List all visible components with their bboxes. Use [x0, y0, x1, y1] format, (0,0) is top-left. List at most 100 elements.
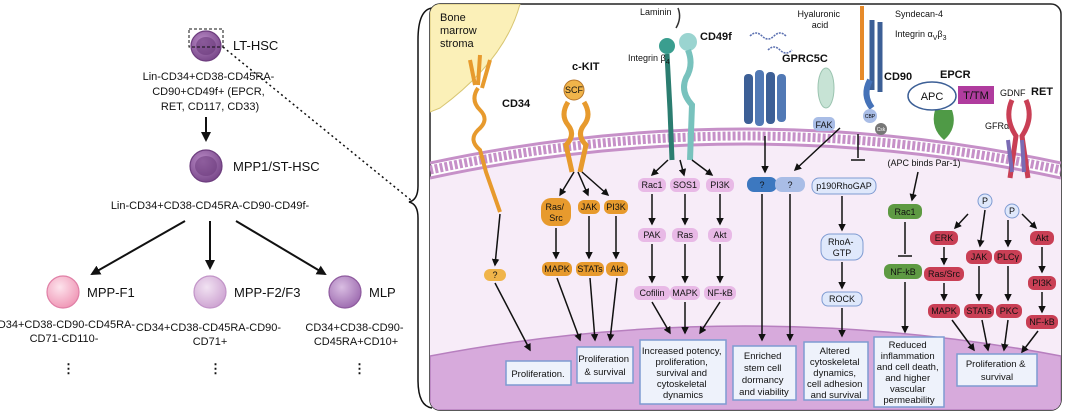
integrin-avb3-label: Integrin α	[895, 29, 933, 39]
mpp-f2-marker-line: CD71+	[193, 336, 228, 348]
outcome-cd49f-line: proliferation,	[656, 357, 708, 368]
signaling-panel: Bone marrow stroma CD34 SCF c-KIT Lamini…	[429, 3, 1062, 411]
ckit-jak-node	[578, 200, 600, 214]
stroma-label: marrow	[440, 25, 477, 37]
scf-ligand-icon	[563, 79, 585, 101]
zoom-brace	[408, 7, 433, 409]
outcome-ckit-line: & survival	[584, 367, 625, 378]
phospho-label: P	[1009, 206, 1015, 216]
ret-erk-label: ERK	[935, 233, 954, 243]
ret-plcg-node	[994, 250, 1022, 264]
outcome-epcr: Reduced inflammation and cell death, and…	[873, 336, 945, 408]
outcome-epcr-line: Reduced	[889, 340, 927, 351]
ckit-akt-node	[606, 262, 628, 276]
integrin-b4-label: Integrin β	[628, 53, 666, 63]
mlp-ellipsis: ⋮	[353, 361, 366, 376]
ckit-ras-src-label: Src	[549, 213, 563, 223]
gprc5c-unknown-label: ?	[759, 180, 764, 190]
mpp-f1-marker-line: CD34+CD38-CD90-CD45RA-	[0, 319, 135, 331]
ret-pkc-label: PKC	[1000, 306, 1019, 316]
ret-ras-src-label: Ras/Src	[928, 269, 961, 279]
outcome-cd90: Altered cytoskeletal dynamics, cell adhe…	[803, 341, 869, 401]
nfkb-node	[704, 286, 736, 300]
csk-label: Csk	[877, 127, 886, 133]
outcome-cd90-line: Altered	[820, 346, 850, 357]
cd34-node	[484, 269, 506, 281]
ckit-mapk-label: MAPK	[544, 264, 570, 274]
p190rhogap-label: p190RhoGAP	[816, 181, 872, 191]
phospho-icon	[977, 193, 993, 209]
hyaluronic-label: acid	[812, 20, 829, 30]
ret-akt-label: Akt	[1035, 233, 1049, 243]
rac1-label: Rac1	[641, 180, 662, 190]
cbp-label: CBP	[865, 114, 876, 120]
outcome-cd49f-line: survival and	[656, 368, 707, 379]
ckit-jak-label: JAK	[581, 202, 598, 212]
lt-hsc-marker-line: CD90+CD49f+ (EPCR,	[152, 86, 265, 98]
rhoa-label: RhoA-	[828, 237, 854, 247]
outcome-ret-line: survival	[981, 372, 1013, 383]
mpp-f1-cell	[46, 275, 80, 309]
cd90-label: CD90	[884, 71, 912, 83]
laminin-label: Laminin	[640, 7, 672, 17]
ret-ras-src-node	[924, 267, 964, 281]
gprc5c-receptor-icon	[744, 70, 786, 126]
rock-node	[821, 291, 863, 307]
outcome-ckit-line: Proliferation	[578, 354, 629, 365]
ret-stats-node	[964, 304, 994, 318]
integrin-b4-subscript: 4	[666, 59, 670, 66]
cofilin-node	[634, 286, 670, 300]
stroma-label: Bone	[440, 12, 466, 24]
ckit-stats-node	[576, 262, 604, 276]
ret-nfkb-node	[1026, 315, 1058, 329]
hematopoietic-hierarchy: LT-HSC Lin-CD34+CD38-CD45RA- CD90+CD49f+…	[0, 7, 433, 409]
svg-text:Lin-CD34+CD38-CD45RA- CD: Lin-CD34+CD38-CD45RA- CD90+CD49f+ (EPCR,…	[143, 71, 278, 113]
integrin-avb3-b: β	[937, 29, 942, 39]
apc-label: APC	[921, 91, 944, 103]
mpp-f2-ellipsis: ⋮	[209, 361, 222, 376]
ret-jak-node	[966, 250, 992, 264]
mpp-f2-cell	[193, 275, 227, 309]
ret-jak-label: JAK	[971, 252, 988, 262]
epcr-note: (APC binds Par-1)	[887, 158, 960, 168]
mpp-f1-label: MPP-F1	[87, 285, 135, 300]
rhoa-gtp-node	[820, 233, 864, 261]
pi3k-label: PI3K	[710, 180, 730, 190]
svg-text:Altered cytoskeletal: Altered cytoskeletal dynamics, cell adhe…	[807, 346, 865, 401]
mlp-marker-line: CD34+CD38-CD90-	[305, 322, 403, 334]
epcr-nfkb-node	[884, 264, 922, 279]
svg-text:Integrin αVβ3: Integrin αVβ3	[895, 29, 947, 42]
cd49f-label: CD49f	[700, 31, 732, 43]
outcome-cd90-line: and survival	[811, 390, 862, 401]
cd49f-col2: SOS1 Ras MAPK	[670, 178, 700, 335]
arrow-to-mpp-f1	[90, 220, 186, 275]
ckit-ras-src-node	[541, 198, 571, 226]
ckit-pi3k-label: PI3K	[606, 202, 626, 212]
p190rhogap-node	[811, 177, 877, 195]
outcome-cd34: Proliferation.	[505, 360, 572, 386]
mpp1-markers: Lin-CD34+CD38-CD45RA-CD90-CD49f-	[111, 200, 310, 212]
ckit-receptor-icon	[561, 100, 591, 173]
outcome-gprc5c-line: stem cell	[744, 363, 781, 374]
epcr-nfkb-label: NF-kB	[890, 267, 916, 277]
gdnf-label: GDNF	[1000, 88, 1026, 98]
outcome-gprc5c: Enriched stem cell dormancy and viabilit…	[732, 345, 797, 401]
outcome-epcr-line: and cell death,	[877, 362, 939, 373]
ckit-akt-label: Akt	[610, 264, 624, 274]
scf-label: SCF	[565, 85, 584, 95]
svg-text:Proliferation & surviv: Proliferation & survival	[578, 354, 631, 378]
mpp-f1-ellipsis: ⋮	[62, 361, 75, 376]
cd49f-col3: PI3K Akt NF-kB	[699, 178, 736, 335]
mpp1-label: MPP1/ST-HSC	[233, 159, 320, 174]
integrin-avb3-sub: 3	[943, 35, 947, 42]
cell-membrane	[430, 131, 1061, 175]
stroma-label: stroma	[440, 38, 475, 50]
ras-node	[672, 228, 698, 242]
cd90-receptor-icon	[863, 78, 875, 110]
outcome-gprc5c-line: Enriched	[744, 351, 782, 362]
ckit-stats-label: STATs	[577, 264, 603, 274]
svg-text:CD34+CD38-CD90-CD45RA- C: CD34+CD38-CD90-CD45RA- CD71-CD110-	[0, 319, 138, 345]
outcome-ret-line: Proliferation &	[966, 359, 1026, 370]
apc-icon	[907, 81, 957, 111]
cd34-receptor-icon	[468, 54, 502, 213]
